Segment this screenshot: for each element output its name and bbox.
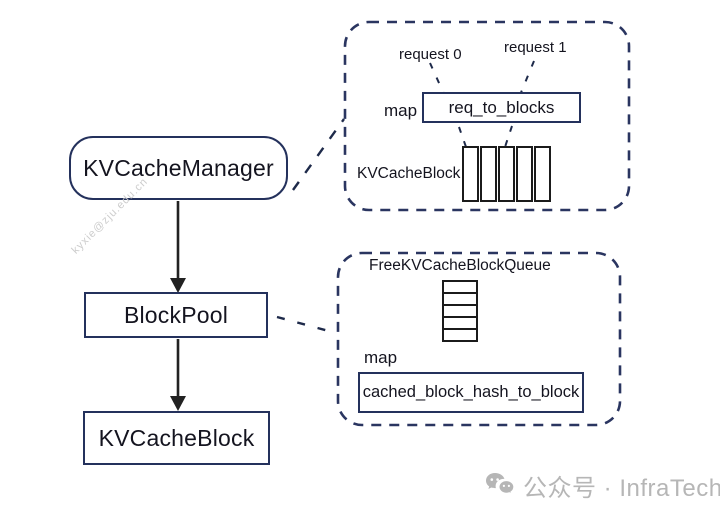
- kvcacheblock-cell: [534, 146, 551, 202]
- node-blockpool: BlockPool: [84, 292, 268, 338]
- kvcacheblock-row-label: KVCacheBlock: [357, 165, 461, 182]
- pool-map-label: map: [364, 348, 398, 367]
- footer-brand-text: 公众号 · InfraTech: [523, 475, 720, 502]
- manager-to-panel-connector: [292, 118, 345, 191]
- cached-block-hash-box: cached_block_hash_to_block: [358, 372, 584, 413]
- blockpool-to-block-arrowhead: [170, 396, 186, 411]
- request1-label: request 1: [504, 39, 567, 56]
- kvcacheblock-cell: [516, 146, 533, 202]
- kvcacheblock-cell: [462, 146, 479, 202]
- free-queue-row: [442, 328, 478, 342]
- request-map-label: map: [384, 101, 418, 120]
- free-queue-label: FreeKVCacheBlockQueue: [369, 257, 551, 274]
- manager-to-blockpool-arrowhead: [170, 278, 186, 293]
- wechat-icon: [486, 472, 515, 496]
- request0-label: request 0: [399, 46, 462, 63]
- kvcacheblock-cell: [498, 146, 515, 202]
- kvcacheblock-cells: [462, 146, 551, 202]
- node-kvcacheblock: KVCacheBlock: [83, 411, 270, 465]
- kvcacheblock-cell: [480, 146, 497, 202]
- free-queue-stack: [442, 280, 478, 342]
- req-to-blocks-box: req_to_blocks: [422, 92, 581, 123]
- blockpool-to-panel-connector: [276, 315, 337, 335]
- footer-brand: 公众号 · InfraTech: [485, 468, 720, 503]
- node-kvcachemanager: KVCacheManager: [69, 136, 288, 200]
